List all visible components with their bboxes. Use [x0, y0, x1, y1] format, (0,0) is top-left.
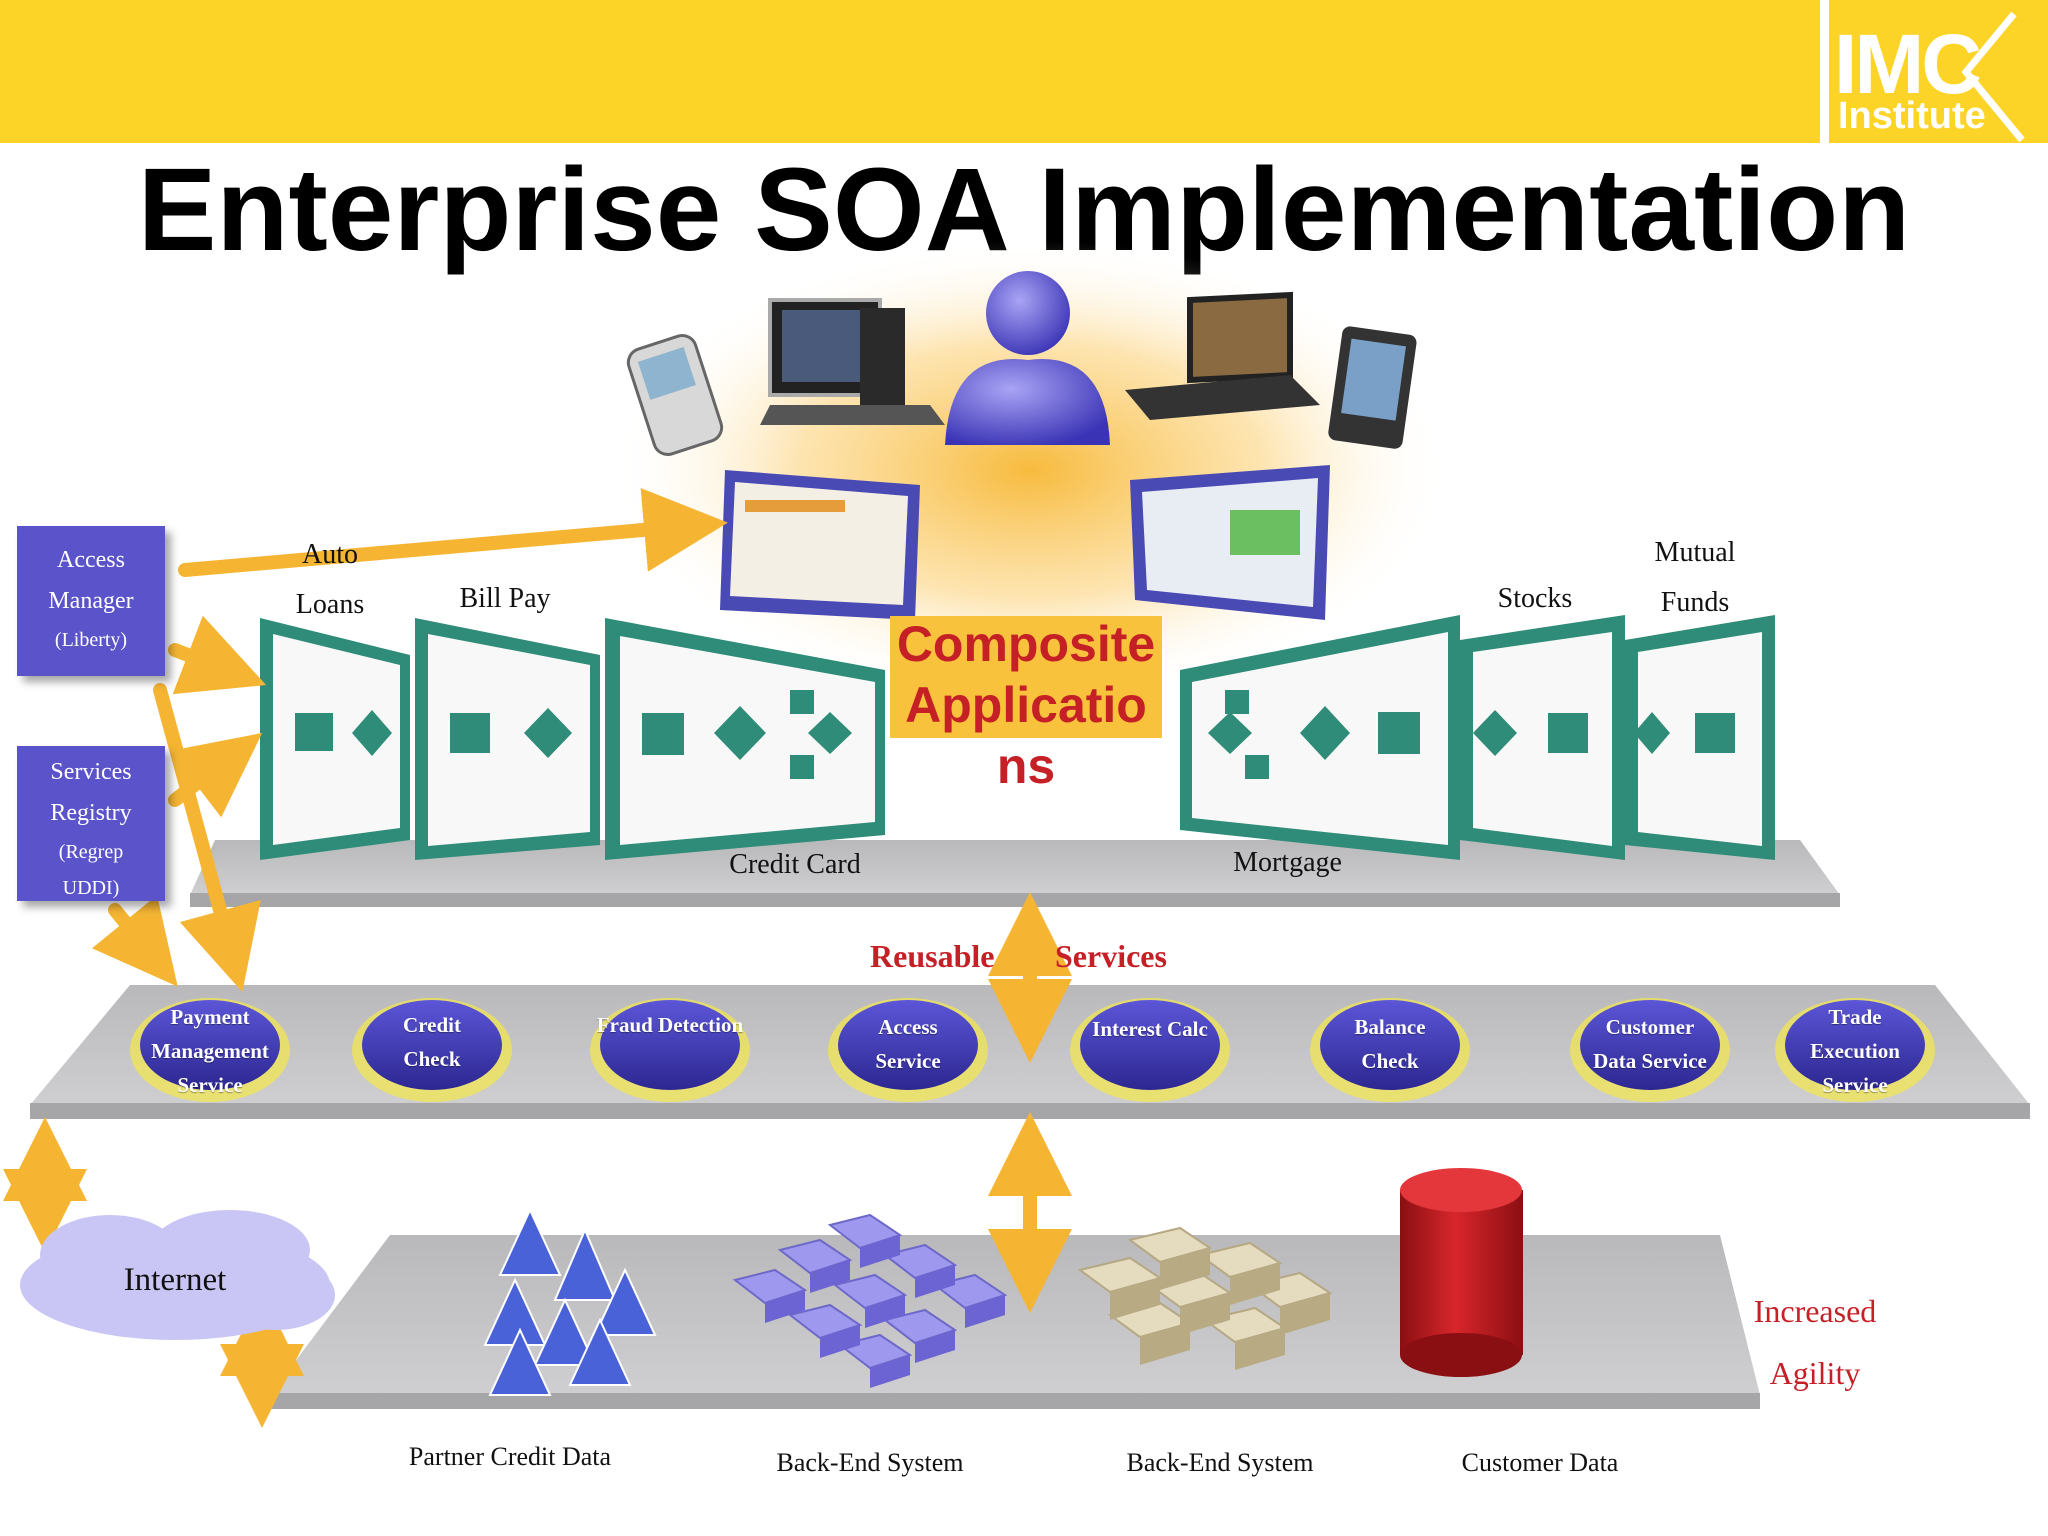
access-service-line1: Access [878, 1015, 938, 1039]
top-banner [0, 0, 1820, 143]
web-app-screen-left-icon [720, 470, 920, 620]
services-registry-line1: Services [50, 759, 132, 785]
service-customer-data: Customer Data Service [1570, 1010, 1730, 1078]
service-credit-check: Credit Check [362, 1008, 502, 1076]
label-backend-system-1: Back-End System [776, 1448, 964, 1477]
agility-line2: Agility [1769, 1355, 1861, 1391]
service-fraud-detection: Fraud Detection [580, 1008, 760, 1042]
label-partner-credit-data: Partner Credit Data [408, 1442, 612, 1471]
internet-cloud-icon [20, 1210, 335, 1340]
web-app-screen-right-icon [1130, 465, 1330, 620]
partner-credit-pyramids-icon [483, 1207, 657, 1396]
services-registry-line4: UDDI) [62, 877, 120, 899]
internet-label: Internet [123, 1262, 227, 1298]
trade-execution-line1: Trade [1828, 1005, 1882, 1029]
auto-loans-app-frame [260, 618, 410, 860]
agility-line1: Increased [1753, 1293, 1877, 1329]
auto-loans-line1: Auto [302, 539, 358, 570]
app-label-mortgage: Mortgage [1233, 847, 1342, 878]
pda-device-icon [1328, 326, 1417, 449]
backend-platform [270, 1235, 1760, 1395]
backend-system-blocks-icon [732, 1213, 1008, 1388]
fraud-detection-line1: Fraud Detection [596, 1013, 744, 1037]
services-registry-line2: Registry [50, 800, 132, 826]
logo-chevron-icon [1826, 0, 2025, 143]
label-customer-data: Customer Data [1461, 1448, 1619, 1477]
composite-label-background [890, 616, 1162, 738]
app-label-mutual-funds: Mutual Funds [1630, 528, 1760, 628]
interest-calc-line1: Interest Calc [1092, 1017, 1208, 1041]
payment-line3: Service [177, 1073, 243, 1097]
flow-arrows [3, 488, 1072, 1428]
auto-loans-line2: Loans [295, 589, 365, 620]
reusable-label: Reusable [870, 938, 995, 974]
services-registry-box: Services Registry (Regrep UDDI) [17, 746, 165, 901]
user-person-icon [945, 271, 1110, 445]
increased-agility-label: Increased Agility [1700, 1280, 1930, 1404]
service-trade-execution: Trade Execution Service [1780, 1000, 1930, 1102]
mobile-phone-icon [626, 334, 724, 456]
customer-data-cylinder-icon [1400, 1168, 1523, 1377]
access-manager-line2: Manager [48, 588, 134, 614]
customer-data-service-line1: Customer [1605, 1015, 1695, 1039]
logo-text-imc: IMC [1834, 17, 1982, 111]
mutual-funds-line1: Mutual [1654, 537, 1736, 568]
composite-line1: Composite [896, 616, 1156, 672]
composite-line3: ns [996, 738, 1056, 794]
access-service-line2: Service [875, 1049, 941, 1073]
backend-system-beige-blocks-icon [1077, 1226, 1333, 1370]
trade-execution-line3: Service [1822, 1073, 1888, 1097]
bill-pay-app-frame [415, 618, 600, 860]
composite-applications-label: Composite Applicatio ns [880, 614, 1172, 797]
customer-data-service-line2: Data Service [1593, 1049, 1707, 1073]
access-manager-line3: (Liberty) [54, 629, 128, 651]
app-label-bill-pay: Bill Pay [459, 583, 551, 614]
mortgage-app-frame [1180, 615, 1460, 860]
imc-institute-logo: IMC Institute [1826, 0, 2048, 143]
service-payment-management: Payment Management Service [130, 1000, 290, 1102]
logo-text-institute: Institute [1838, 95, 1986, 137]
payment-line1: Payment [170, 1005, 250, 1029]
service-discs [130, 998, 1935, 1102]
credit-check-line2: Check [403, 1047, 461, 1071]
laptop-icon [1125, 291, 1320, 420]
app-label-stocks: Stocks [1497, 583, 1573, 614]
service-interest-calc: Interest Calc [1070, 1012, 1230, 1046]
payment-line2: Management [151, 1039, 269, 1063]
mutual-funds-app-frame [1625, 615, 1775, 860]
label-backend-system-2: Back-End System [1126, 1448, 1314, 1477]
app-label-credit-card: Credit Card [729, 849, 861, 880]
trade-execution-line2: Execution [1810, 1039, 1900, 1063]
composite-line2: Applicatio [905, 677, 1147, 733]
desktop-computer-icon [760, 298, 945, 425]
service-balance-check: Balance Check [1320, 1010, 1460, 1078]
service-access: Access Service [838, 1010, 978, 1078]
services-label: Services [1055, 938, 1167, 974]
access-manager-line1: Access [57, 547, 125, 573]
app-label-auto-loans: Auto Loans [270, 530, 390, 630]
services-registry-line3: (Regrep [58, 841, 124, 863]
access-manager-box: Access Manager (Liberty) [17, 526, 165, 676]
balance-check-line1: Balance [1354, 1015, 1426, 1039]
balance-check-line2: Check [1361, 1049, 1419, 1073]
credit-check-line1: Credit [403, 1013, 461, 1037]
stocks-app-frame [1460, 615, 1625, 860]
credit-card-app-frame [605, 618, 885, 860]
mutual-funds-line2: Funds [1660, 587, 1730, 618]
